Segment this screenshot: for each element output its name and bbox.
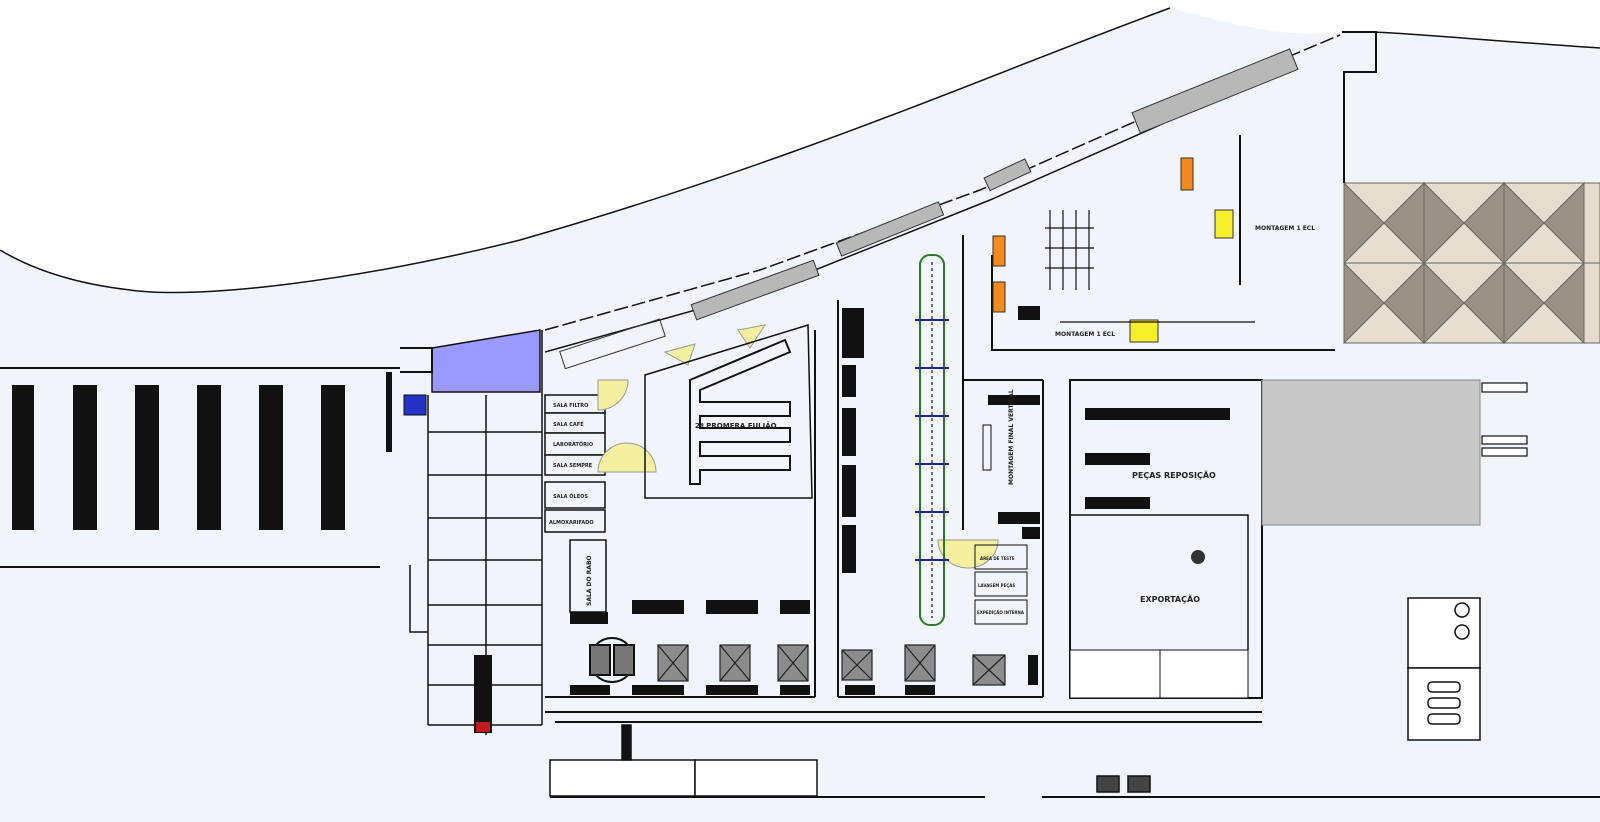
admin-rooms (544, 394, 607, 613)
column-machines (842, 308, 864, 573)
sala-e-label: SALA ÓLEOS (553, 493, 588, 500)
sala-d-label: SALA SEMPRE (553, 463, 593, 469)
bottom-structures (549, 724, 1600, 798)
sala-do-rabo-label: SALA DO RABO (586, 555, 593, 606)
warehouse-east: PEÇAS REPOSIÇÃO EXPORTAÇÃO (1069, 379, 1481, 699)
gray-warehouse-block (1261, 379, 1481, 526)
blue-stack (403, 394, 427, 416)
northeast-wall (1342, 31, 1377, 183)
rail-wagon-3 (983, 158, 1032, 192)
box-c-label: EXPEDIÇÃO INTERNA (977, 610, 1025, 615)
box-a-label: ÁREA DE TESTE (980, 556, 1015, 561)
rack-4 (197, 385, 221, 530)
round-machine (589, 637, 635, 683)
truck (474, 655, 492, 733)
site-boundary-curve (0, 7, 1171, 294)
roof-pyramids (1343, 181, 1600, 345)
yellow-unit-1 (1214, 209, 1234, 239)
conveyor-hall: 2ª PROMERA FULIÃO (644, 323, 813, 499)
sala-b-label: SALA CAFÉ (553, 420, 584, 428)
tank-station (1407, 597, 1481, 741)
orange-unit-2 (992, 235, 1006, 267)
rail-wagon-2 (835, 201, 945, 257)
montagem-1-label: MONTAGEM 1 ECL (1255, 225, 1315, 232)
montagem-2-label: MONTAGEM 1 ECL (1055, 331, 1115, 338)
box-b-label: LAVAGEM PEÇAS (978, 583, 1015, 588)
truck-cab (476, 722, 490, 732)
pipes-east (1481, 382, 1528, 457)
machine-block-row (570, 600, 935, 695)
montagem-room: MONTAGEM FINAL VERTICAL ÁREA DE TESTE LA… (974, 389, 1040, 685)
main-building-walls (545, 235, 1262, 723)
outside-area (0, 0, 1600, 293)
orange-unit-3 (992, 281, 1006, 313)
door-swing-4 (737, 324, 767, 349)
yellow-unit-2 (1129, 319, 1159, 343)
rail-platform (559, 318, 666, 370)
sala-f-label: ALMOXARIFADO (549, 520, 594, 526)
door-swing-3 (663, 343, 696, 366)
conveyor-crossbars (915, 319, 949, 561)
west-warehouse (0, 367, 400, 568)
green-conveyor (919, 254, 945, 626)
door-swing-1 (597, 379, 629, 411)
door-swing-5 (937, 539, 999, 569)
rail-wagon-1 (690, 259, 820, 321)
rail-wagon-4 (1131, 48, 1299, 134)
vented-squares (657, 644, 1006, 686)
blue-room (431, 329, 541, 393)
montagem-vertical-label: MONTAGEM FINAL VERTICAL (1008, 389, 1015, 485)
rack-2 (73, 385, 97, 530)
door-swing-2 (597, 442, 657, 473)
exportacao-label: EXPORTAÇÃO (1140, 594, 1200, 604)
sala-c-label: LABORATÓRIO (553, 441, 593, 448)
rack-5 (259, 385, 283, 530)
rack-3 (135, 385, 159, 530)
rack-6 (321, 385, 345, 530)
pecas-reposicao-label: PEÇAS REPOSIÇÃO (1132, 470, 1216, 480)
orange-unit-1 (1180, 157, 1194, 191)
promera-label: 2ª PROMERA FULIÃO (695, 421, 777, 430)
sala-a-label: SALA FILTRO (553, 403, 588, 409)
rack-1 (12, 385, 34, 530)
assembly-area: MONTAGEM 1 ECL MONTAGEM 1 ECL (991, 135, 1335, 351)
